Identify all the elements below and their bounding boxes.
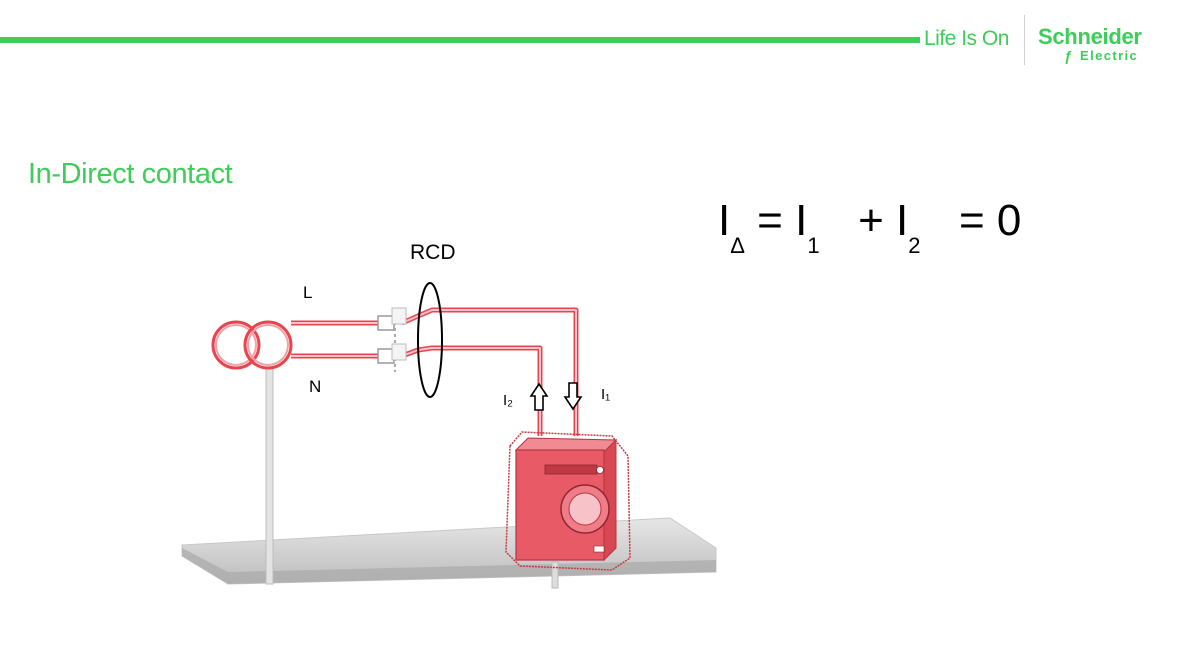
equation-equals: =	[757, 196, 783, 245]
equation-term2-sub: 2	[908, 233, 921, 258]
equation-equals-2: =	[958, 196, 985, 245]
equation-result: 0	[996, 196, 1022, 245]
logo-subtext: Electric	[1080, 48, 1139, 63]
logo-divider	[1024, 15, 1025, 65]
transformer-symbol	[211, 320, 293, 370]
equation: IΔ = I1 + I2 = 0	[718, 196, 1022, 258]
equation-term2: I	[896, 196, 909, 245]
current-arrow-i2	[529, 382, 549, 411]
line-conductor	[291, 307, 579, 436]
equation-plus: +	[858, 196, 884, 245]
i2-label: I₂	[503, 392, 513, 409]
floor-slab	[181, 517, 717, 585]
appliance-earth-leg	[551, 561, 559, 589]
current-arrow-i1	[563, 382, 583, 411]
neutral-label: N	[309, 377, 321, 396]
neutral-conductor	[291, 345, 543, 436]
tagline: Life Is On	[924, 27, 1009, 50]
equation-lhs-sub: Δ	[730, 233, 745, 258]
logo-icon: ƒ	[1064, 48, 1072, 64]
slide-title: In-Direct contact	[28, 158, 233, 190]
washing-machine	[505, 431, 631, 571]
rcd-toroid	[417, 282, 443, 398]
line-label: L	[303, 283, 312, 302]
equation-term1-sub: 1	[807, 233, 820, 258]
header-accent-bar	[0, 37, 920, 43]
i1-label: I₁	[601, 386, 610, 403]
earth-pole	[265, 367, 274, 585]
equation-term1: I	[795, 196, 808, 245]
breaker-contacts	[377, 307, 407, 372]
equation-lhs: I	[718, 196, 731, 245]
logo-wordmark: Schneider	[1038, 24, 1142, 49]
rcd-label: RCD	[410, 241, 456, 264]
